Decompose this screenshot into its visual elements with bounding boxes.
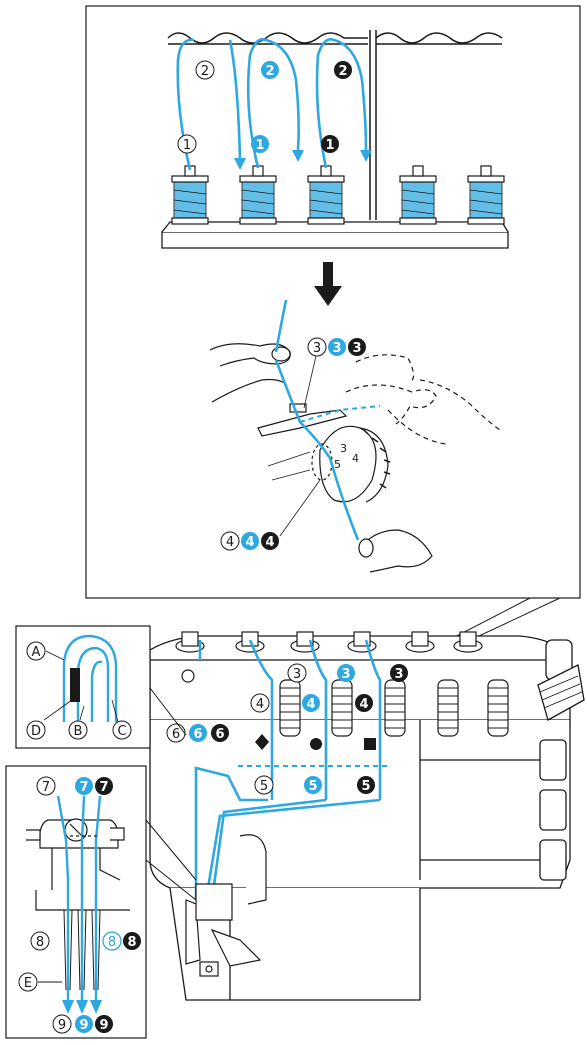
step-label-9-black: 9: [95, 1015, 113, 1033]
svg-text:C: C: [117, 724, 126, 739]
letter-label-A: A: [27, 642, 45, 660]
step-label-1-blue: 1: [251, 135, 269, 153]
svg-text:8: 8: [108, 935, 116, 950]
serger-machine: [150, 636, 584, 1000]
svg-text:9: 9: [79, 1018, 88, 1033]
svg-text:7: 7: [79, 780, 88, 795]
svg-text:4: 4: [265, 535, 274, 550]
step-label-7-blue: 7: [75, 777, 93, 795]
svg-text:A: A: [32, 645, 41, 660]
step-label-5-blue: 5: [304, 776, 322, 794]
step-label-6-open: 6: [167, 724, 185, 742]
letter-label-C: C: [113, 721, 131, 739]
svg-text:2: 2: [265, 64, 274, 79]
svg-text:8: 8: [127, 935, 136, 950]
svg-text:5: 5: [334, 458, 341, 471]
step-label-1-open: 1: [178, 135, 196, 153]
top-inset-frame: [86, 6, 580, 598]
step-label-4-open-m: 4: [251, 694, 269, 712]
step-label-4-open: 4: [221, 532, 239, 550]
step-label-7-open: 7: [37, 777, 55, 795]
guide-bar-icon: [70, 668, 80, 702]
svg-text:1: 1: [255, 138, 264, 153]
svg-text:3: 3: [332, 341, 341, 356]
svg-text:3: 3: [341, 667, 350, 682]
svg-text:3: 3: [340, 442, 347, 455]
step-label-2-blue: 2: [261, 61, 279, 79]
svg-text:4: 4: [352, 452, 359, 465]
svg-text:3: 3: [394, 667, 403, 682]
step-label-3-open: 3: [308, 338, 326, 356]
letter-label-E: E: [19, 973, 37, 991]
step-label-8-open: 8: [31, 932, 49, 950]
svg-text:E: E: [24, 976, 32, 991]
needle-arrowheads: [62, 1000, 102, 1014]
step-label-3-black: 3: [348, 338, 366, 356]
step-label-3-blue-m: 3: [337, 664, 355, 682]
step-label-4-blue-m: 4: [302, 694, 320, 712]
svg-text:1: 1: [325, 138, 334, 153]
svg-text:6: 6: [172, 727, 180, 742]
step-label-1-black: 1: [321, 135, 339, 153]
step-label-4-black: 4: [261, 532, 279, 550]
svg-text:1: 1: [183, 138, 191, 153]
svg-text:4: 4: [226, 535, 234, 550]
step-label-4-black-m: 4: [355, 694, 373, 712]
svg-text:7: 7: [99, 780, 108, 795]
step-label-3-blue: 3: [328, 338, 346, 356]
step-label-3-open-m: 3: [288, 664, 306, 682]
step-label-3-black-m: 3: [390, 664, 408, 682]
svg-text:3: 3: [313, 341, 321, 356]
step-label-2-black: 2: [334, 61, 352, 79]
svg-text:4: 4: [306, 697, 315, 712]
svg-text:5: 5: [260, 779, 268, 794]
step-label-8-black: 8: [123, 932, 141, 950]
step-label-5-black: 5: [357, 776, 375, 794]
svg-text:2: 2: [338, 64, 347, 79]
svg-text:5: 5: [308, 779, 317, 794]
svg-text:8: 8: [36, 935, 44, 950]
square-mark-icon: [364, 738, 376, 750]
letter-label-D: D: [27, 721, 45, 739]
svg-text:4: 4: [245, 535, 254, 550]
svg-text:7: 7: [42, 780, 50, 795]
svg-text:6: 6: [215, 727, 224, 742]
svg-text:9: 9: [58, 1018, 66, 1033]
svg-text:4: 4: [256, 697, 264, 712]
step-label-6-black: 6: [211, 724, 229, 742]
svg-text:3: 3: [293, 667, 301, 682]
step-label-2-open: 2: [196, 61, 214, 79]
step-label-4-blue: 4: [241, 532, 259, 550]
step-label-9-blue: 9: [75, 1015, 93, 1033]
svg-text:4: 4: [359, 697, 368, 712]
svg-text:6: 6: [193, 727, 202, 742]
circle-mark-icon: [310, 738, 322, 750]
svg-text:B: B: [74, 724, 83, 739]
spool-stand: [162, 222, 508, 248]
svg-text:5: 5: [361, 779, 370, 794]
letter-label-B: B: [69, 721, 87, 739]
step-label-6-blue: 6: [189, 724, 207, 742]
step-label-5-open: 5: [255, 776, 273, 794]
step-label-9-open: 9: [53, 1015, 71, 1033]
svg-text:3: 3: [352, 341, 361, 356]
svg-text:D: D: [31, 724, 41, 739]
svg-text:9: 9: [99, 1018, 108, 1033]
svg-text:2: 2: [201, 64, 209, 79]
step-label-7-black: 7: [95, 777, 113, 795]
step-label-8-blue: 8: [103, 932, 121, 950]
